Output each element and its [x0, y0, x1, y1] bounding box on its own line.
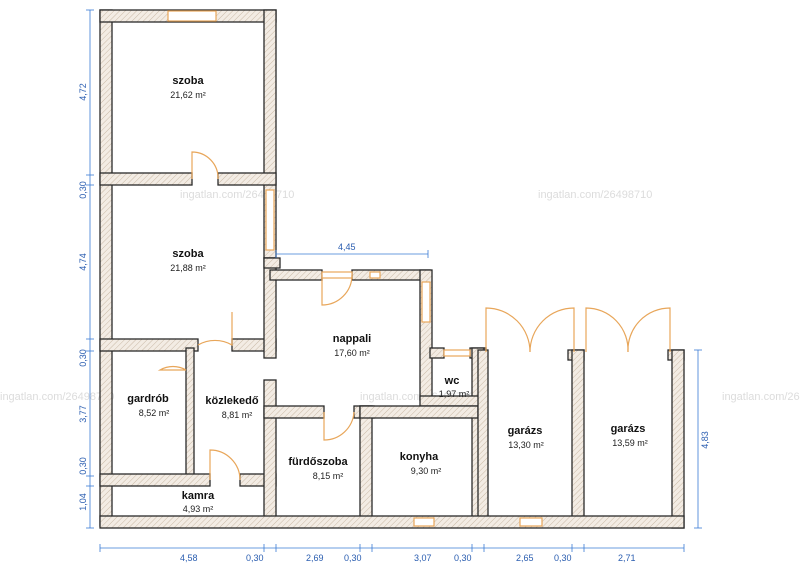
room-name: szoba: [172, 248, 204, 260]
room-garazs-2: garázs 13,59 m²: [611, 423, 648, 448]
room-gardrob: gardrób 8,52 m²: [127, 393, 169, 418]
watermark-text: ingatlan.com/26498710: [722, 391, 800, 403]
room-name: konyha: [400, 451, 439, 463]
dim-left-label: 4,74: [78, 253, 88, 271]
room-konyha: konyha 9,30 m²: [400, 451, 442, 476]
dim-left-label: 1,04: [78, 493, 88, 511]
dim-bottom-label: 0,30: [554, 553, 572, 563]
room-nappali: nappali 17,60 m²: [333, 333, 372, 358]
watermarks: ingatlan.com/26498710 ingatlan.com/26498…: [0, 189, 800, 403]
dim-bottom-label: 2,71: [618, 553, 636, 563]
dim-bottom-label: 2,69: [306, 553, 324, 563]
room-name: közlekedő: [205, 395, 258, 407]
room-name: gardrób: [127, 393, 169, 405]
dim-bottom-label: 3,07: [414, 553, 432, 563]
room-labels: szoba 21,62 m² szoba 21,88 m² nappali 17…: [127, 75, 648, 514]
watermark-text: ingatlan.com/26498710: [0, 391, 114, 403]
room-garazs-1: garázs 13,30 m²: [508, 425, 544, 450]
room-name: garázs: [508, 425, 543, 437]
room-name: szoba: [172, 75, 204, 87]
room-furdoszoba: fürdőszoba 8,15 m²: [288, 456, 348, 481]
dim-bottom-label: 0,30: [454, 553, 472, 563]
doors: [157, 151, 671, 481]
dim-top-inner-label: 4,45: [338, 242, 356, 252]
dim-left-label: 4,72: [78, 83, 88, 101]
room-area: 17,60 m²: [334, 348, 370, 358]
room-kozlekedo: közlekedő 8,81 m²: [205, 395, 258, 420]
dimension-labels: 4,72 0,30 4,74 0,30 3,77 0,30 1,04 4,58 …: [78, 83, 710, 563]
dim-left-label: 0,30: [78, 457, 88, 475]
dim-bottom-label: 2,65: [516, 553, 534, 563]
room-name: nappali: [333, 333, 372, 345]
dim-bottom-label: 0,30: [246, 553, 264, 563]
dim-right-label: 4,83: [700, 431, 710, 449]
dim-left-label: 0,30: [78, 181, 88, 199]
watermark-text: ingatlan.com/26498710: [538, 189, 652, 201]
room-area: 8,81 m²: [222, 410, 253, 420]
dim-bottom-label: 4,58: [180, 553, 198, 563]
room-kamra: kamra 4,93 m²: [182, 490, 215, 514]
room-name: kamra: [182, 490, 215, 502]
room-name: wc: [444, 375, 460, 387]
dim-left-label: 3,77: [78, 405, 88, 423]
room-area: 9,30 m²: [411, 466, 442, 476]
room-area: 1,97 m²: [439, 389, 470, 399]
room-area: 8,15 m²: [313, 471, 344, 481]
dim-left-label: 0,30: [78, 349, 88, 367]
room-name: fürdőszoba: [288, 456, 348, 468]
room-area: 4,93 m²: [183, 504, 214, 514]
room-wc: wc 1,97 m²: [439, 375, 470, 399]
room-area: 21,62 m²: [170, 90, 206, 100]
windows: [167, 10, 543, 527]
room-area: 8,52 m²: [139, 408, 170, 418]
room-area: 21,88 m²: [170, 263, 206, 273]
dimension-lines: [86, 9, 702, 552]
dim-bottom-label: 0,30: [344, 553, 362, 563]
watermark-text: ingatlan.com/26498710: [180, 189, 294, 201]
room-area: 13,59 m²: [612, 438, 648, 448]
room-szoba-lower: szoba 21,88 m²: [170, 248, 206, 273]
room-area: 13,30 m²: [508, 440, 544, 450]
room-name: garázs: [611, 423, 646, 435]
room-szoba-upper: szoba 21,62 m²: [170, 75, 206, 100]
